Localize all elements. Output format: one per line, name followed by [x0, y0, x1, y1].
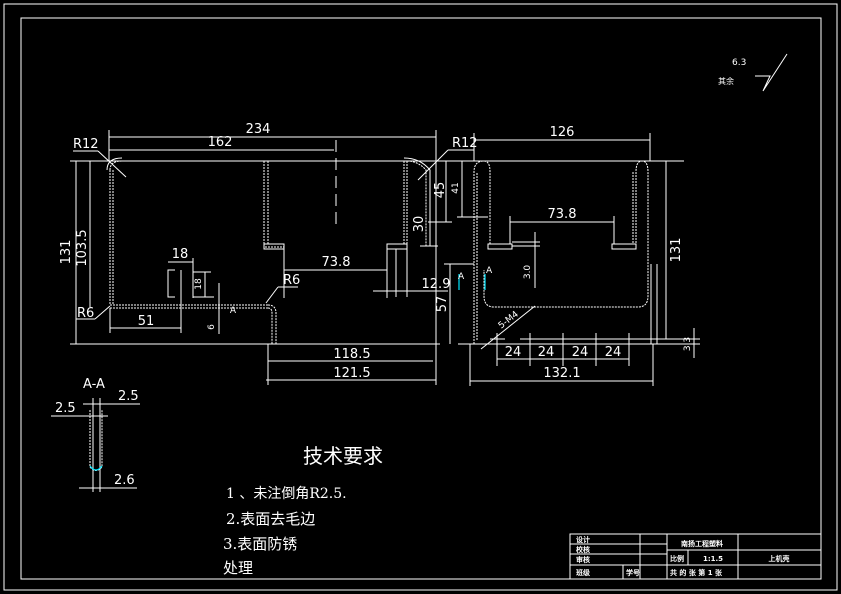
dim-3-3: 3.3 — [683, 337, 693, 351]
dim-234: 234 — [246, 122, 271, 137]
dim-pitch-4: 24 — [605, 345, 622, 360]
front-profile-top-left — [109, 160, 284, 248]
section-dim-bottom: 2.6 — [114, 473, 135, 488]
front-view: 234 162 R12 131 103.5 R6 51 18 18 6 A — [59, 122, 488, 385]
dim-r6-mid: R6 — [283, 273, 300, 288]
title-row-reviewer: 审核 — [576, 555, 590, 564]
dim-pitch-2: 24 — [538, 345, 555, 360]
dim-6: 6 — [207, 324, 217, 330]
title-scale-value: 1:1.5 — [703, 555, 723, 563]
title-school: 南扬工程塑料 — [681, 539, 723, 548]
side-view: 126 73.8 3.0 A A 131 3.3 5-M4 — [440, 125, 700, 386]
section-marker-a-front: A — [230, 306, 237, 316]
dim-57: 57 — [435, 296, 450, 313]
tech-req-item-1: 1 、未注倒角R2.5. — [226, 486, 347, 502]
title-block: 设计 校核 审核 班级 学号 南扬工程塑料 比例 1:1.5 上机壳 共 的 张… — [569, 533, 822, 580]
roughness-label: 其余 — [718, 76, 734, 86]
tech-req-item-4: 处理 — [223, 559, 253, 577]
hole-marks — [490, 333, 637, 345]
dim-r12-right: R12 — [452, 136, 478, 151]
title-row-class: 班级 — [576, 568, 591, 577]
dim-51: 51 — [138, 314, 155, 329]
dim-73-8-side: 73.8 — [548, 207, 577, 222]
outer-frame — [3, 3, 838, 591]
section-aa: A-A 2.5 2.5 2.6 — [51, 377, 140, 492]
dim-18-height: 18 — [194, 278, 204, 290]
dim-131-side: 131 — [669, 238, 684, 263]
section-dim-top-right: 2.5 — [118, 389, 139, 404]
tech-req-item-2: 2.表面去毛边 — [226, 510, 315, 528]
section-marker-a-left: A — [458, 272, 465, 282]
dim-131-front: 131 — [59, 240, 74, 265]
dim-pitch-1: 24 — [505, 345, 522, 360]
dim-12-9: 12.9 — [422, 277, 451, 292]
dim-41: 41 — [451, 182, 461, 193]
tech-req-title: 技术要求 — [303, 444, 383, 468]
section-dim-top-left: 2.5 — [55, 401, 76, 416]
title-row-designer: 设计 — [576, 535, 590, 544]
dim-73-8-front: 73.8 — [322, 255, 351, 270]
title-part-name: 上机壳 — [769, 554, 790, 563]
title-student-no: 学号 — [626, 568, 640, 577]
dim-126: 126 — [550, 125, 575, 140]
title-sheet-info: 共 的 张 第 1 张 — [670, 568, 723, 577]
surface-finish-symbol: 6.3 其余 — [718, 53, 788, 92]
dim-121-5: 121.5 — [333, 366, 370, 381]
dim-118-5: 118.5 — [333, 347, 370, 362]
tech-req-item-3: 3.表面防锈 — [223, 535, 297, 553]
dim-3-0: 3.0 — [523, 265, 533, 280]
dim-18-width: 18 — [172, 247, 189, 262]
dim-162: 162 — [208, 135, 233, 150]
roughness-value: 6.3 — [732, 58, 746, 68]
dim-132-1: 132.1 — [543, 366, 580, 381]
side-profile-right — [483, 160, 649, 308]
section-aa-title: A-A — [83, 377, 105, 392]
dim-r12-left: R12 — [73, 137, 99, 152]
dim-pitch-3: 24 — [572, 345, 589, 360]
title-scale-label: 比例 — [670, 554, 684, 563]
dim-103-5: 103.5 — [75, 229, 90, 266]
dim-45: 45 — [433, 182, 448, 199]
section-marker-a-right: A — [486, 266, 493, 276]
dim-30: 30 — [412, 216, 427, 233]
tech-requirements: 技术要求 1 、未注倒角R2.5. 2.表面去毛边 3.表面防锈 处理 — [223, 444, 383, 577]
inner-frame — [20, 17, 822, 580]
title-row-checker: 校核 — [576, 545, 590, 554]
dim-r6-left: R6 — [77, 306, 94, 321]
